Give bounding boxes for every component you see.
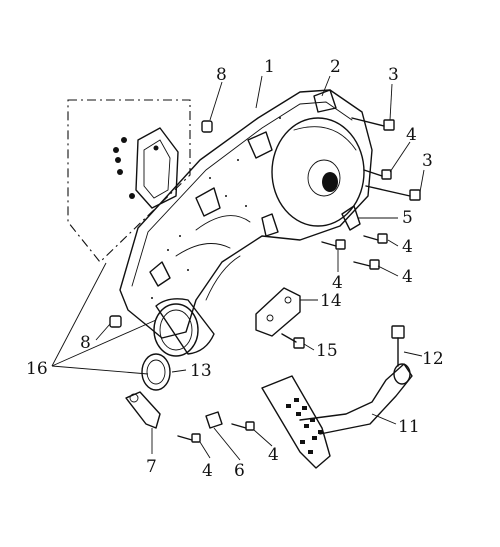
callout-8-top: 8 — [216, 65, 227, 85]
pivot-bolt — [391, 325, 405, 367]
dowel-pin-lower — [109, 315, 122, 328]
inset-dashed-boundary — [67, 99, 191, 263]
top-cap — [313, 89, 337, 113]
callout-4-e: 4 — [202, 461, 213, 481]
callout-labels: 1 2 3 3 8 4 5 4 4 4 14 15 12 11 8 16 13 … — [26, 57, 444, 481]
bolt-short-c — [321, 239, 346, 250]
intake-duct — [153, 298, 215, 357]
oil-seal — [141, 353, 171, 391]
callout-1: 1 — [264, 57, 275, 77]
small-lever — [125, 391, 161, 429]
callout-8-lower: 8 — [80, 333, 91, 353]
bolt-short-f — [231, 421, 255, 431]
callout-4-a: 4 — [406, 125, 417, 145]
callout-3-upper: 3 — [388, 65, 399, 85]
callout-11: 11 — [398, 417, 420, 437]
callout-4-b: 4 — [402, 237, 413, 257]
callout-3-lower: 3 — [422, 151, 433, 171]
clip — [205, 411, 223, 429]
callout-15: 15 — [316, 341, 338, 361]
bolt-long-lower — [365, 185, 421, 201]
callout-12: 12 — [422, 349, 444, 369]
bracket — [341, 205, 361, 231]
callout-16: 16 — [26, 359, 48, 379]
crankcase-cover — [119, 89, 373, 339]
callout-13: 13 — [190, 361, 212, 381]
mounting-plate — [255, 287, 301, 337]
callout-4-d: 4 — [332, 273, 343, 293]
callout-5: 5 — [402, 208, 413, 228]
bolt-short-a — [363, 169, 392, 180]
inner-cover-plate — [113, 127, 179, 209]
callout-4-f: 4 — [268, 445, 279, 465]
callout-7: 7 — [146, 457, 157, 477]
screw — [281, 333, 305, 349]
callout-4-c: 4 — [402, 267, 413, 287]
bolt-short-e — [177, 433, 201, 443]
bolt-short-d — [353, 259, 380, 270]
dowel-pin-top — [201, 120, 213, 133]
kick-start-lever — [261, 363, 413, 469]
callout-14: 14 — [320, 291, 342, 311]
bolt-short-b — [363, 233, 388, 244]
leader-lines — [51, 75, 425, 461]
callout-2: 2 — [330, 57, 341, 77]
bolt-long-upper — [351, 117, 395, 131]
callout-6: 6 — [234, 461, 245, 481]
